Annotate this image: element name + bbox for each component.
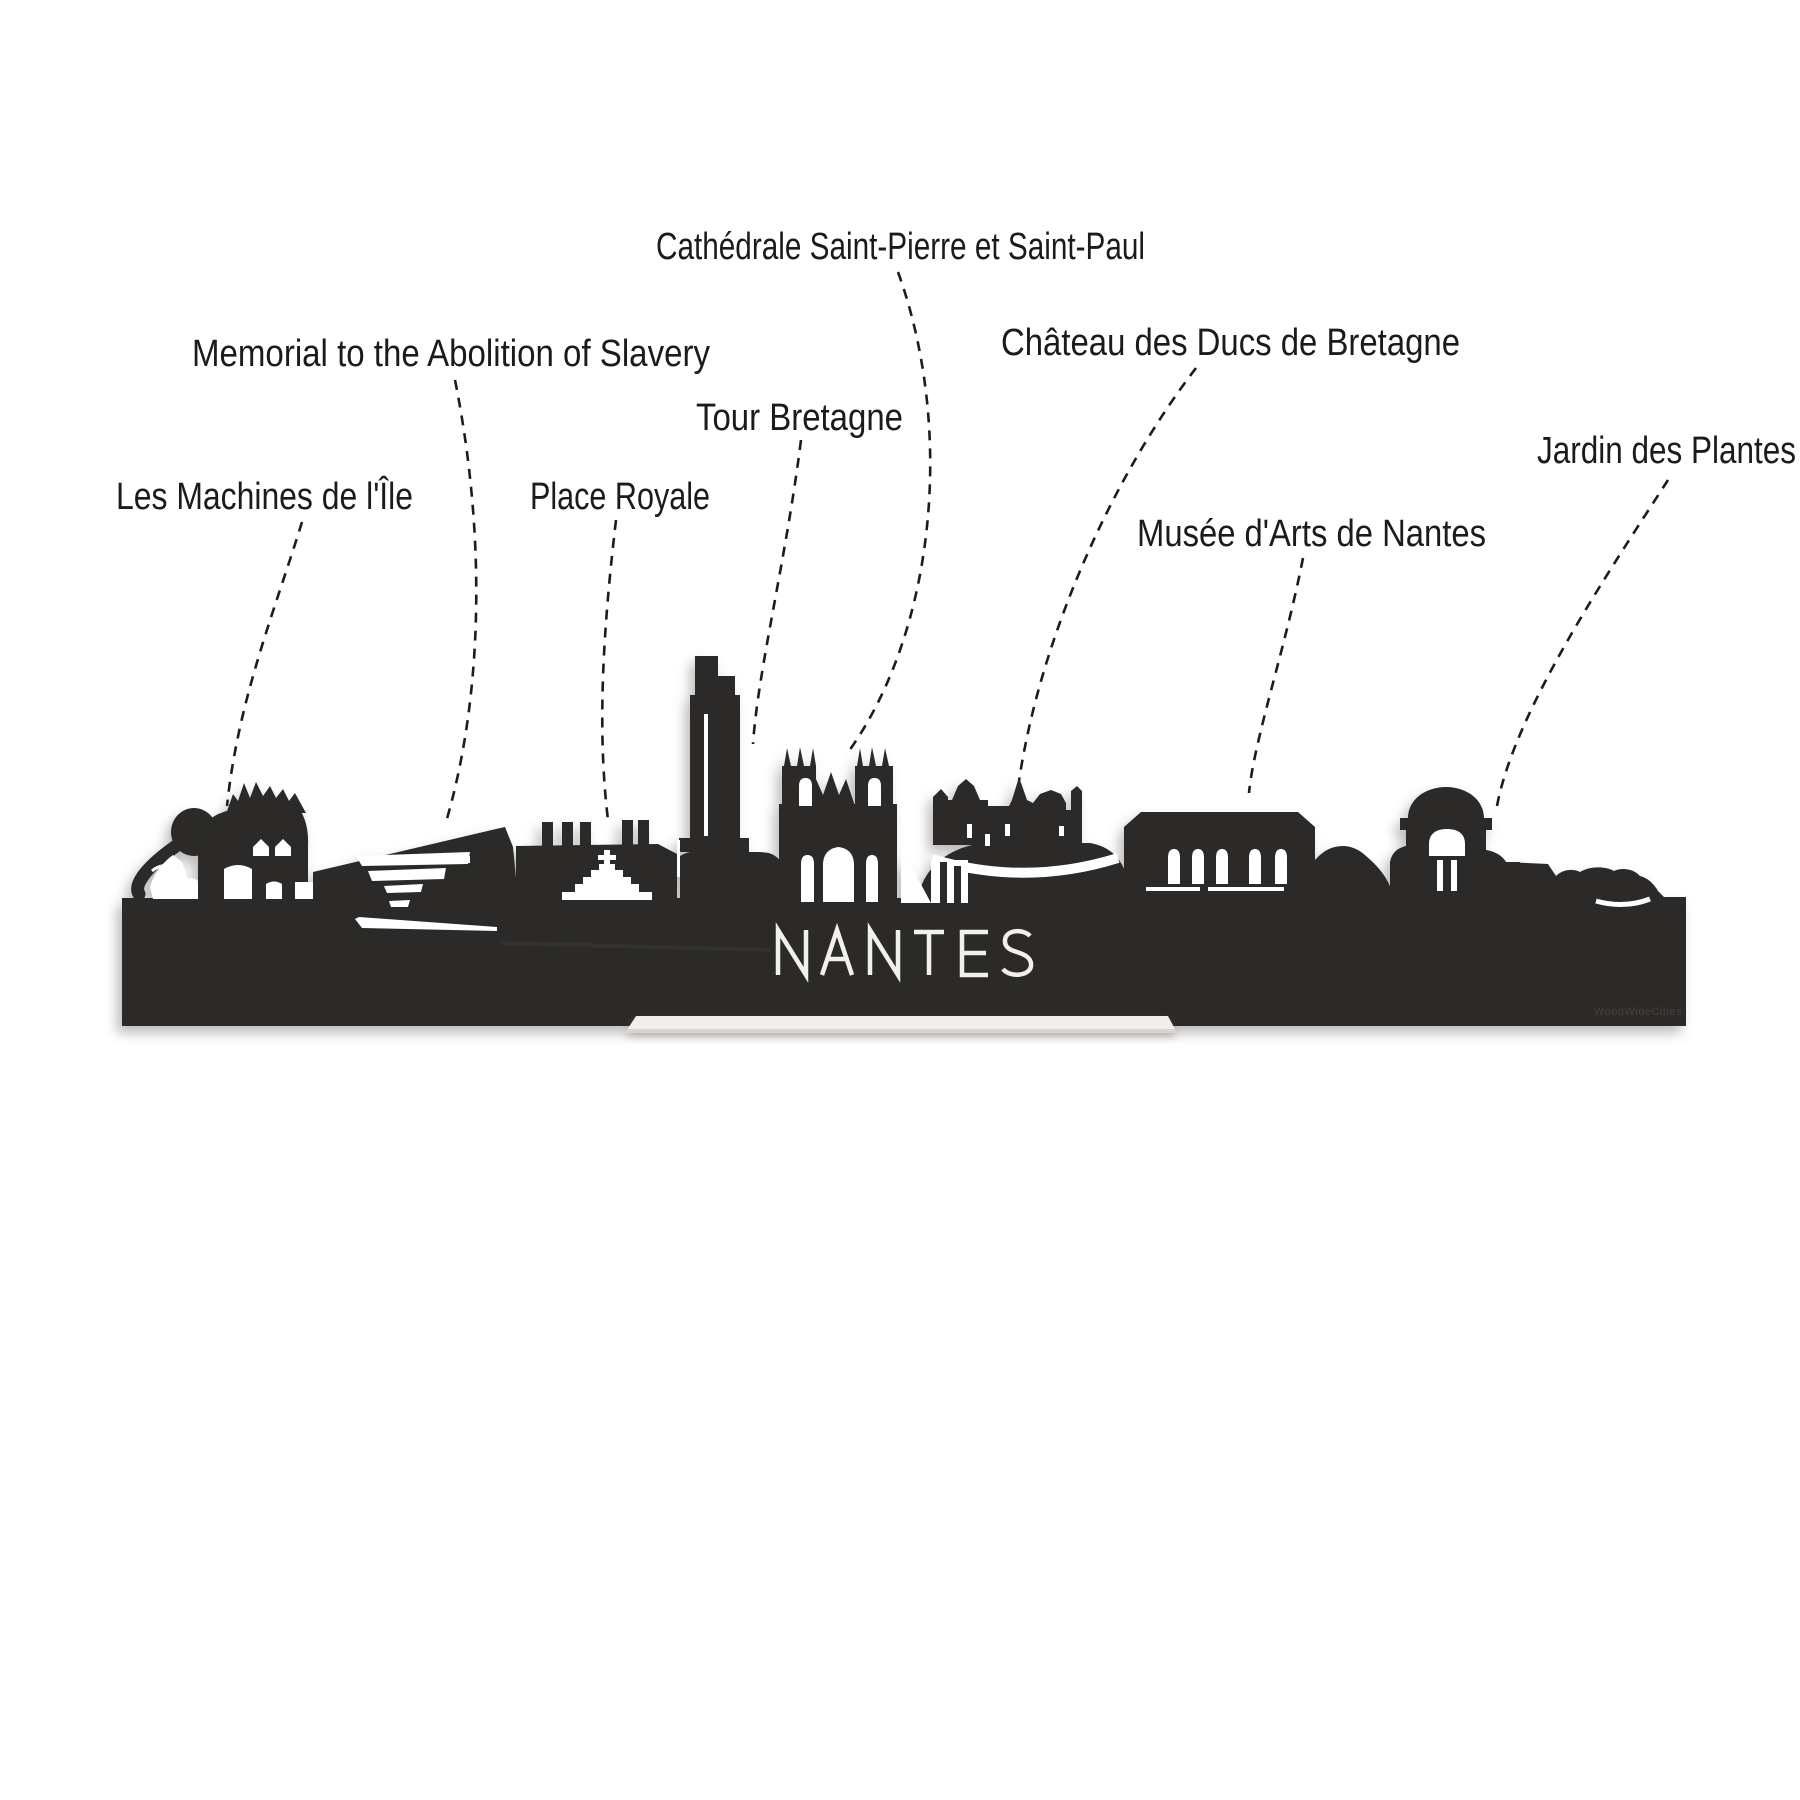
dome-left-shoulder [1390, 846, 1406, 899]
skyline-city-name [775, 922, 1034, 983]
stand [625, 1016, 1177, 1033]
pointer-lines [225, 271, 1670, 823]
pointer-musee [1247, 557, 1305, 794]
watermark-text: WoodWideCities [1594, 1006, 1682, 1018]
pointer-les-machines [225, 521, 304, 807]
label-cathedrale: Cathédrale Saint-Pierre et Saint-Paul [656, 226, 1145, 268]
pointer-cathedrale [847, 271, 932, 752]
pointer-tour-bretagne [751, 439, 803, 745]
label-memorial: Memorial to the Abolition of Slavery [192, 333, 710, 375]
label-tour-bretagne: Tour Bretagne [696, 397, 903, 439]
skyline-cutouts [150, 714, 1651, 931]
annotation-labels: Cathédrale Saint-Pierre et Saint-Paul Me… [116, 226, 1796, 555]
pointer-chateau [1017, 367, 1198, 782]
label-jardin: Jardin des Plantes [1537, 430, 1796, 472]
label-les-machines: Les Machines de l'Île [116, 475, 413, 518]
pointer-place-royale [600, 519, 618, 821]
tour-bretagne-shaft [690, 695, 740, 840]
label-place-royale: Place Royale [530, 476, 710, 518]
tour-bretagne-top [695, 656, 718, 701]
label-musee: Musée d'Arts de Nantes [1137, 513, 1486, 555]
skyline-silhouette: WoodWideCities [122, 656, 1686, 1026]
rocks-shape [1506, 862, 1686, 899]
base-plate [122, 898, 1686, 1026]
cathedral-right-tower [855, 747, 893, 806]
hill-shape [1315, 845, 1394, 899]
pointer-memorial [444, 379, 478, 823]
cathedral-gable [816, 772, 855, 806]
label-chateau: Château des Ducs de Bretagne [1001, 322, 1460, 364]
skyline-details [500, 862, 961, 952]
pointer-jardin [1495, 479, 1670, 807]
